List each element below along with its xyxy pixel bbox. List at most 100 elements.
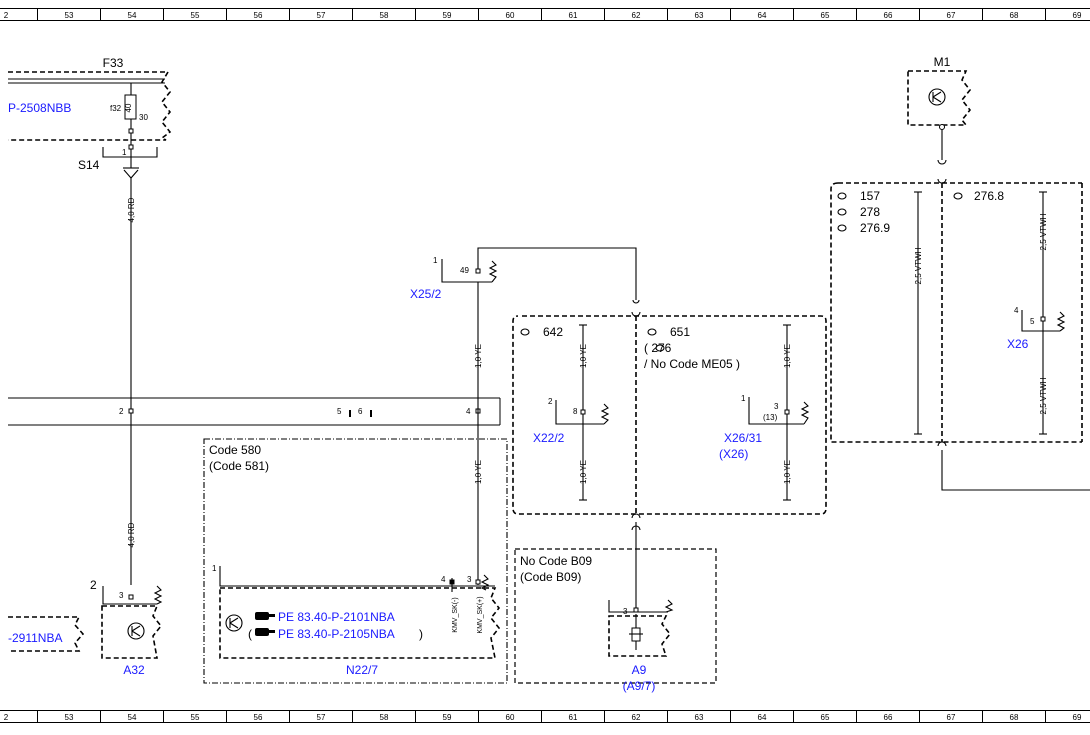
ruler-edge-label: 2 xyxy=(4,11,9,20)
x25-2-pin: 49 xyxy=(460,266,469,275)
no-code-me05: / No Code ME05 ) xyxy=(644,357,740,371)
ruler-number: 56 xyxy=(254,713,263,722)
ruler-number: 65 xyxy=(821,713,830,722)
n22-7-pin4: 4 xyxy=(441,575,446,584)
n22-7-module: 1 4 3 KMV_SK(-) KMV_SK(+) PE 83.40-P-210… xyxy=(212,564,501,677)
engine-157: 157 xyxy=(860,189,880,203)
ruler-number: 62 xyxy=(632,713,641,722)
code-b09-box: No Code B09 (Code B09) xyxy=(514,548,717,684)
engine-651: 651 xyxy=(670,325,690,339)
x26-31-pin: 3 xyxy=(774,402,779,411)
ruler-number: 68 xyxy=(1010,11,1019,20)
ruler-number: 62 xyxy=(632,11,641,20)
s14-label: S14 xyxy=(78,158,100,172)
x26-label[interactable]: X26 xyxy=(1007,337,1029,351)
wire-25vtwh-1: 2,5 VTWH xyxy=(914,247,923,284)
s14-pin: 1 xyxy=(122,148,127,157)
kmv-sk-plus: KMV_SK(+) xyxy=(477,596,484,633)
ruler-number: 64 xyxy=(758,11,767,20)
wire-10ye-a: 1,0 YE xyxy=(579,344,588,368)
ruler-number: 54 xyxy=(128,713,137,722)
ruler-number: 63 xyxy=(695,713,704,722)
top-ruler: 2 xyxy=(0,8,1090,21)
a32-component: 2 3 A32 -2911NBA xyxy=(8,578,163,677)
a32-ref-link[interactable]: -2911NBA xyxy=(8,631,62,645)
engine-variant-box-mid: 642 1,0 YE 1,0 YE 2 8 X22/2 651 ( 276 / … xyxy=(512,311,827,519)
a9-pin: 3 xyxy=(623,607,628,616)
wire-10ye-c: 1,0 YE xyxy=(783,344,792,368)
bus-pin-6: 6 xyxy=(358,407,363,416)
x22-2-label[interactable]: X22/2 xyxy=(533,431,565,445)
x26-31-pin-alt: (13) xyxy=(763,413,778,422)
ruler-edge-label: 2 xyxy=(4,713,9,722)
hand-pointer-icon xyxy=(255,612,275,620)
a32-pin: 3 xyxy=(119,591,124,600)
engine-variant-box-right: 157 278 276.9 2,5 VTWH 276.8 2,5 VTWH 2,… xyxy=(830,178,1090,491)
bus-pin-5: 5 xyxy=(337,407,342,416)
engine-276-8: 276.8 xyxy=(974,189,1004,203)
a32-label[interactable]: A32 xyxy=(123,663,145,677)
fuse-pin: 30 xyxy=(139,113,148,122)
x26-31-position: 1 xyxy=(741,394,746,403)
f33-ref-link[interactable]: P-2508NBB xyxy=(8,101,71,115)
ruler-number: 55 xyxy=(191,713,200,722)
engine-278: 278 xyxy=(860,205,880,219)
x25-2-label[interactable]: X25/2 xyxy=(410,287,442,301)
ruler-number: 61 xyxy=(569,11,578,20)
ruler-number: 68 xyxy=(1010,713,1019,722)
m1-component: M1 xyxy=(907,55,972,165)
pe-ref-link-1[interactable]: PE 83.40-P-2101NBA xyxy=(278,610,395,624)
a9-label[interactable]: A9 xyxy=(632,663,647,677)
x25-2-position: 1 xyxy=(433,256,438,265)
wire-25vtwh-3: 2,5 VTWH xyxy=(1039,377,1048,414)
f32-label: f32 xyxy=(110,104,122,113)
x26-31-label[interactable]: X26/31 xyxy=(724,431,762,445)
ruler-number: 56 xyxy=(254,11,263,20)
ruler-number: 57 xyxy=(317,11,326,20)
code-580-box: Code 580 (Code 581) xyxy=(203,438,508,684)
wire-40rd-top: 4,0 RD xyxy=(127,197,136,222)
ruler-number: 58 xyxy=(380,11,389,20)
ruler-number: 61 xyxy=(569,713,578,722)
hand-pointer-icon xyxy=(255,628,275,636)
s14-splice: 1 S14 4,0 RD 4,0 RD xyxy=(78,140,158,585)
f33-label: F33 xyxy=(103,56,124,70)
ruler-number: 53 xyxy=(65,713,74,722)
ruler-number: 65 xyxy=(821,11,830,20)
bottom-ruler: 2 xyxy=(0,710,1090,723)
pe-ref-link-2[interactable]: PE 83.40-P-2105NBA xyxy=(278,627,395,641)
ruler-number: 63 xyxy=(695,11,704,20)
a9-7-label[interactable]: (A9/7) xyxy=(623,679,656,693)
n22-7-label[interactable]: N22/7 xyxy=(346,663,378,677)
paren-open: ( xyxy=(248,627,252,641)
engine-276-9: 276.9 xyxy=(860,221,890,235)
wire-25vtwh-2: 2,5 VTWH xyxy=(1039,213,1048,250)
f33-fuse-box: F33 P-2508NBB 40 f32 30 xyxy=(8,56,172,141)
engine-642: 642 xyxy=(543,325,563,339)
x26-alt-label[interactable]: (X26) xyxy=(719,447,748,461)
x25-2-connector: 1 49 X25/2 1,0 YE 1,0 YE xyxy=(410,247,640,585)
code-580-label: Code 580 xyxy=(209,443,261,457)
no-code-b09-label: No Code B09 xyxy=(520,554,592,568)
fuse-amp: 40 xyxy=(124,103,133,112)
bus-pin-2: 2 xyxy=(119,407,124,416)
a9-component: 3 A9 (A9/7) xyxy=(608,599,674,693)
bus-pin-4: 4 xyxy=(466,407,471,416)
code-b09-label: (Code B09) xyxy=(520,570,581,584)
x26-position: 4 xyxy=(1014,306,1019,315)
wire-10ye-2: 1,0 YE xyxy=(474,460,483,484)
wire-10ye-d: 1,0 YE xyxy=(783,460,792,484)
paren-close: ) xyxy=(419,627,423,641)
ruler-number: 59 xyxy=(443,11,452,20)
ruler-number: 64 xyxy=(758,713,767,722)
n22-7-pin3: 3 xyxy=(467,575,472,584)
ruler-number: 53 xyxy=(65,11,74,20)
a32-position: 2 xyxy=(90,578,97,592)
ruler-number: 59 xyxy=(443,713,452,722)
engine-276-paren: ( 276 xyxy=(644,341,672,355)
wire-40rd-bottom: 4,0 RD xyxy=(127,522,136,547)
ruler-number: 57 xyxy=(317,713,326,722)
ruler-number: 66 xyxy=(884,11,893,20)
